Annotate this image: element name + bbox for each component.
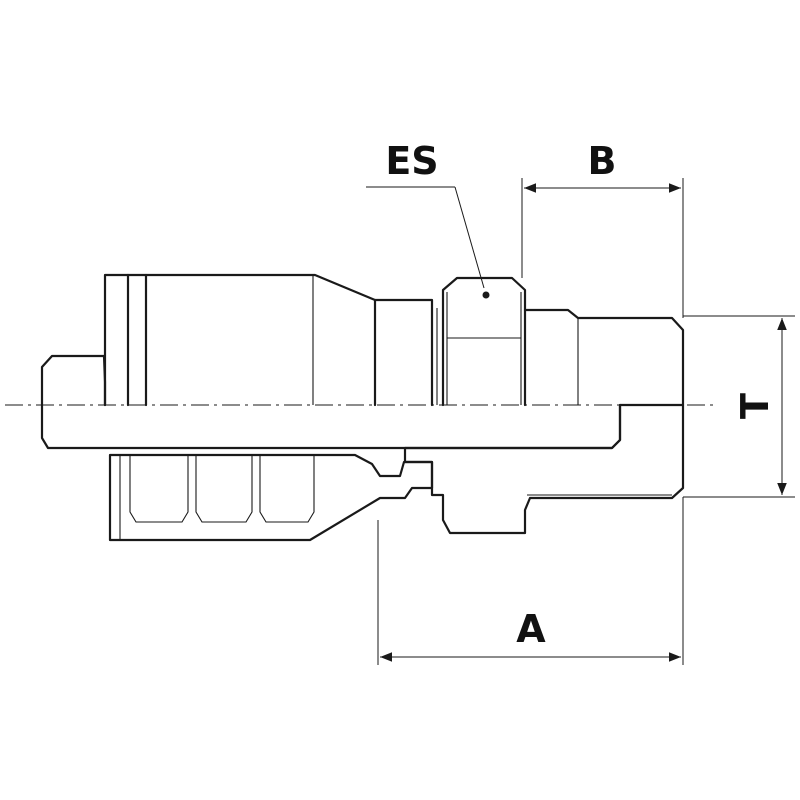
fitting-upper-half xyxy=(40,273,685,407)
fitting-lower-half-section xyxy=(40,403,685,542)
dimension-a: A xyxy=(377,497,684,665)
dimension-b-label: B xyxy=(588,139,617,183)
dimension-t: T xyxy=(683,315,795,498)
callout-es-label: ES xyxy=(385,139,438,183)
dimension-b: B xyxy=(521,139,684,318)
dimension-t-label: T xyxy=(733,393,777,419)
callout-es: ES xyxy=(366,139,485,289)
dimension-a-label: A xyxy=(516,607,546,651)
